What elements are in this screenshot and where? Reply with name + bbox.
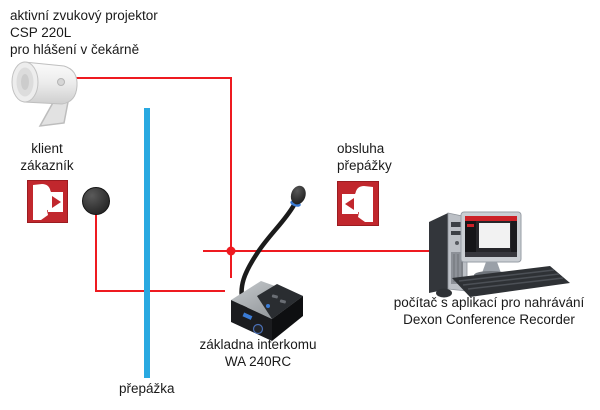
screen-app-right-panel — [511, 221, 517, 252]
speaker-label-line1: aktivní zvukový projektor — [10, 8, 158, 23]
keyboard — [452, 266, 570, 297]
mouse — [436, 288, 452, 298]
computer-illustration — [429, 211, 570, 298]
screen-app-left-accent — [467, 224, 474, 227]
keyboard-row-1 — [458, 269, 555, 282]
client-label-line2: zákazník — [20, 158, 74, 173]
client-face-silhouette — [33, 184, 54, 220]
intercom-button-2 — [279, 299, 286, 304]
keyboard-row-3 — [467, 277, 564, 290]
tower-drive-bay-1 — [451, 222, 463, 227]
partition-label: přepážka — [119, 380, 175, 397]
intercom-display — [242, 312, 253, 320]
intercom-illustration — [231, 185, 306, 341]
intercom-label-line1: základna interkomu — [199, 337, 317, 352]
gooseneck — [239, 202, 297, 311]
operator-speech-triangle — [345, 198, 354, 210]
intercom-talk-button — [252, 323, 264, 335]
speaker-front-core — [21, 74, 29, 90]
intercom-label-line2: WA 240RC — [224, 354, 292, 369]
tower-side — [429, 213, 448, 293]
sound-projector-illustration — [11, 61, 78, 127]
computer-label: počítač s aplikací pro nahrávání Dexon C… — [382, 294, 596, 328]
keyboard-row-2 — [462, 273, 560, 286]
computer-label-line2: Dexon Conference Recorder — [403, 312, 575, 327]
screen-app-left-panel — [465, 221, 476, 252]
mic-capsule-group — [290, 185, 306, 207]
operator-face-silhouette — [352, 186, 373, 222]
signal-wires — [76, 77, 429, 292]
speaker-label-line3: pro hlášení v čekárně — [10, 42, 140, 57]
speaker-knob — [57, 78, 65, 86]
client-speech-triangle — [52, 196, 61, 208]
intercom-label: základna interkomu WA 240RC — [183, 336, 333, 370]
intercom-button-1 — [271, 294, 278, 299]
screen-app-document — [479, 223, 510, 248]
operator-label-line2: přepážky — [337, 158, 392, 173]
tower-power-button — [455, 241, 459, 245]
intercom-right-face — [272, 296, 303, 341]
speaker-body — [23, 61, 78, 105]
operator-label: obsluha přepážky — [337, 140, 392, 174]
monitor-stand — [482, 262, 501, 273]
operator-speaking-icon — [337, 181, 379, 226]
operator-label-line1: obsluha — [337, 141, 385, 156]
client-speaking-icon — [27, 180, 68, 223]
client-label: klient zákazník — [6, 140, 88, 174]
speaker-label: aktivní zvukový projektor CSP 220L pro h… — [10, 7, 158, 58]
speaker-label-line2: CSP 220L — [10, 25, 72, 40]
partition-label-line1: přepážka — [119, 381, 175, 396]
intercom-blue-led — [266, 304, 270, 308]
screen-app-bottom-bar — [465, 252, 517, 257]
puck-microphone — [82, 187, 110, 215]
screen-app-titlebar — [465, 216, 517, 221]
computer-label-line1: počítač s aplikací pro nahrávání — [393, 295, 585, 310]
client-label-line1: klient — [31, 141, 63, 156]
wire-junction-dot — [226, 246, 236, 256]
tower-drive-bay-2 — [451, 231, 463, 235]
mic-capsule — [290, 185, 306, 205]
